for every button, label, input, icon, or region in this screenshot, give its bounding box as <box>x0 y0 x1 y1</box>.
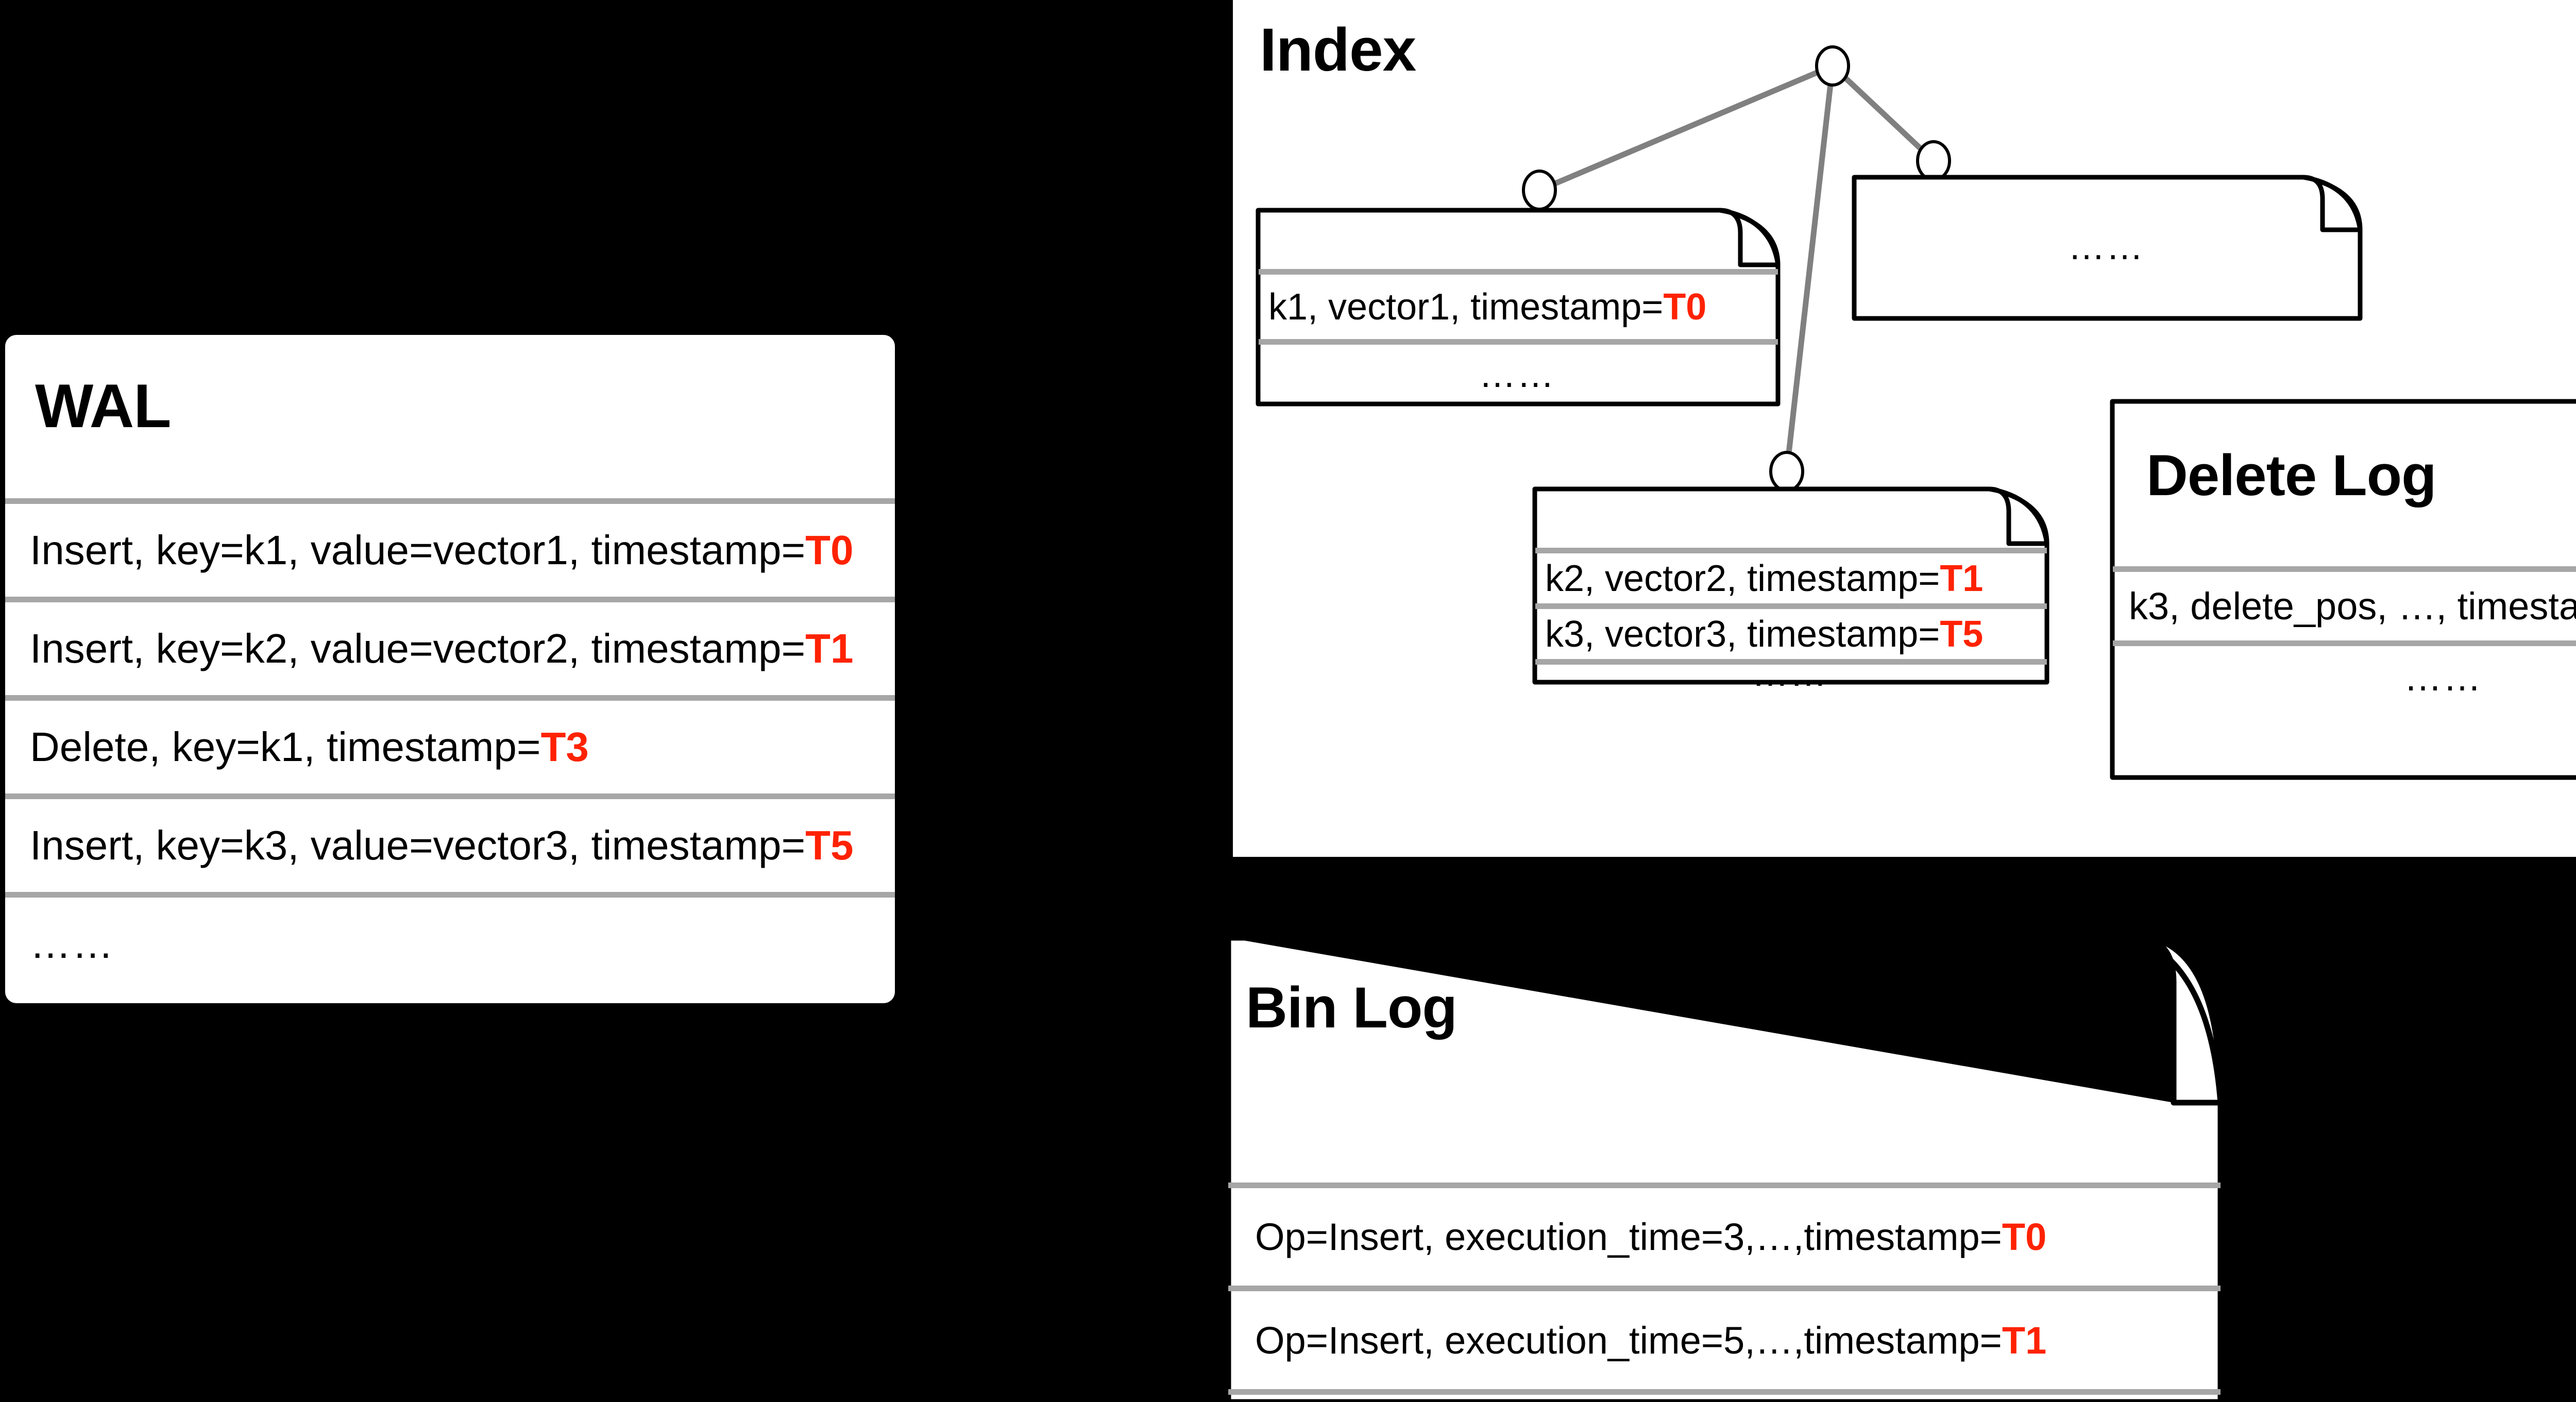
docbox-outline <box>1852 175 2363 321</box>
bin-log-panel: Bin Log Op=Insert, execution_time=3,…,ti… <box>1228 938 2223 1402</box>
index-leaf-row-text: …… <box>2068 226 2144 267</box>
bin-log-row-text: …… <box>1250 1377 1328 1402</box>
index-leaf-row-text: k3, vector3, timestamp= <box>1545 613 1940 655</box>
wal-row-timestamp: T0 <box>805 527 854 573</box>
wal-row-text: Insert, key=k1, value=vector1, timestamp… <box>30 527 806 573</box>
tree-edge <box>1831 63 1936 163</box>
wal-row: Insert, key=k1, value=vector1, timestamp… <box>30 504 854 597</box>
delete-log-row: …… <box>2110 646 2576 708</box>
index-leaf-node-2: k2, vector2, timestamp=T1 k3, vector3, t… <box>1532 486 2049 694</box>
index-leaf-row: k1, vector1, timestamp=T0 <box>1268 275 1706 339</box>
delete-log-row-text: k3, delete_pos, …, timestamp= <box>2129 585 2576 628</box>
index-leaf-row-text: …… <box>1479 353 1555 395</box>
bin-log-row-text: Op=Insert, execution_time=5,…,timestamp= <box>1255 1319 2002 1362</box>
wal-separator <box>5 892 895 898</box>
index-leaf-row-timestamp: T1 <box>1940 558 1984 599</box>
tree-root-node <box>1815 45 1850 87</box>
wal-row: Insert, key=k3, value=vector3, timestamp… <box>30 799 854 892</box>
bin-log-row: Op=Insert, execution_time=5,…,timestamp=… <box>1255 1291 2046 1389</box>
tree-edge <box>1538 63 1834 193</box>
delete-log-row: k3, delete_pos, …, timestamp=T3 <box>2129 572 2576 640</box>
index-leaf-node-1: k1, vector1, timestamp=T0 …… <box>1256 208 1781 407</box>
docbox-separator <box>1535 548 2047 553</box>
bin-log-title: Bin Log <box>1246 975 1458 1040</box>
wal-row-timestamp: T3 <box>540 724 589 770</box>
bin-log-row: …… <box>1250 1377 1328 1402</box>
bin-log-row-timestamp: T0 <box>2002 1215 2047 1258</box>
wal-row-text: Insert, key=k3, value=vector3, timestamp… <box>30 822 806 868</box>
bin-log-separator <box>1228 1183 2221 1188</box>
index-leaf-node-3: …… <box>1852 175 2363 321</box>
wal-row: …… <box>30 898 114 990</box>
tree-child-node <box>1916 140 1951 181</box>
wal-separator <box>5 597 895 602</box>
wal-row-text: Insert, key=k2, value=vector2, timestamp… <box>30 626 806 671</box>
tree-edge <box>1784 65 1836 472</box>
tree-child-node <box>1522 170 1557 211</box>
wal-row-timestamp: T1 <box>805 626 854 671</box>
index-leaf-row-timestamp: T0 <box>1663 286 1707 328</box>
bin-log-row: Op=Insert, execution_time=3,…,timestamp=… <box>1255 1188 2046 1286</box>
index-leaf-row-text: …… <box>1752 653 1828 694</box>
bin-log-separator <box>1228 1286 2221 1291</box>
docbox-outline <box>2110 399 2576 780</box>
docbox-outline <box>1532 486 2049 685</box>
wal-separator <box>5 793 895 799</box>
docbox-separator <box>1535 603 2047 609</box>
index-leaf-row: …… <box>1852 175 2360 318</box>
index-leaf-row-text: k1, vector1, timestamp= <box>1268 286 1664 328</box>
delete-log-box: Delete Log k3, delete_pos, …, timestamp=… <box>2110 399 2576 780</box>
bin-log-row-text: Op=Insert, execution_time=3,…,timestamp= <box>1255 1215 2002 1258</box>
docbox-separator <box>1259 269 1778 275</box>
docbox-separator <box>1259 339 1778 345</box>
tree-child-node <box>1769 451 1804 492</box>
delete-log-row-text: …… <box>2404 655 2482 699</box>
delete-log-title: Delete Log <box>2146 443 2437 508</box>
index-tree <box>1522 45 1951 492</box>
wal-title: WAL <box>35 371 172 441</box>
index-leaf-row: …… <box>1256 345 1778 404</box>
index-leaf-row-timestamp: T5 <box>1940 613 1984 655</box>
index-leaf-row: k2, vector2, timestamp=T1 <box>1545 553 1983 603</box>
docbox-separator <box>2113 640 2576 646</box>
index-title: Index <box>1260 16 1416 84</box>
bin-log-row-timestamp: T1 <box>2002 1319 2047 1362</box>
wal-row-text: Delete, key=k1, timestamp= <box>30 724 541 770</box>
wal-row-text: …… <box>30 921 114 967</box>
index-leaf-row: k3, vector3, timestamp=T5 <box>1545 609 1983 659</box>
wal-row: Delete, key=k1, timestamp=T3 <box>30 701 589 793</box>
wal-row: Insert, key=k2, value=vector2, timestamp… <box>30 602 854 695</box>
bin-log-separator <box>1228 1389 2221 1395</box>
wal-row-timestamp: T5 <box>805 822 854 868</box>
docbox-separator <box>2113 566 2576 572</box>
wal-separator <box>5 498 895 504</box>
wal-panel: WAL Insert, key=k1, value=vector1, times… <box>5 335 895 1003</box>
index-panel: Index k1, vector1, timestamp=T0 <box>1233 0 2576 857</box>
index-leaf-row: …… <box>1533 653 2047 694</box>
docbox-outline <box>1256 208 1781 407</box>
index-leaf-row-text: k2, vector2, timestamp= <box>1545 558 1940 599</box>
docbox-separator <box>1535 659 2047 665</box>
wal-separator <box>5 695 895 701</box>
